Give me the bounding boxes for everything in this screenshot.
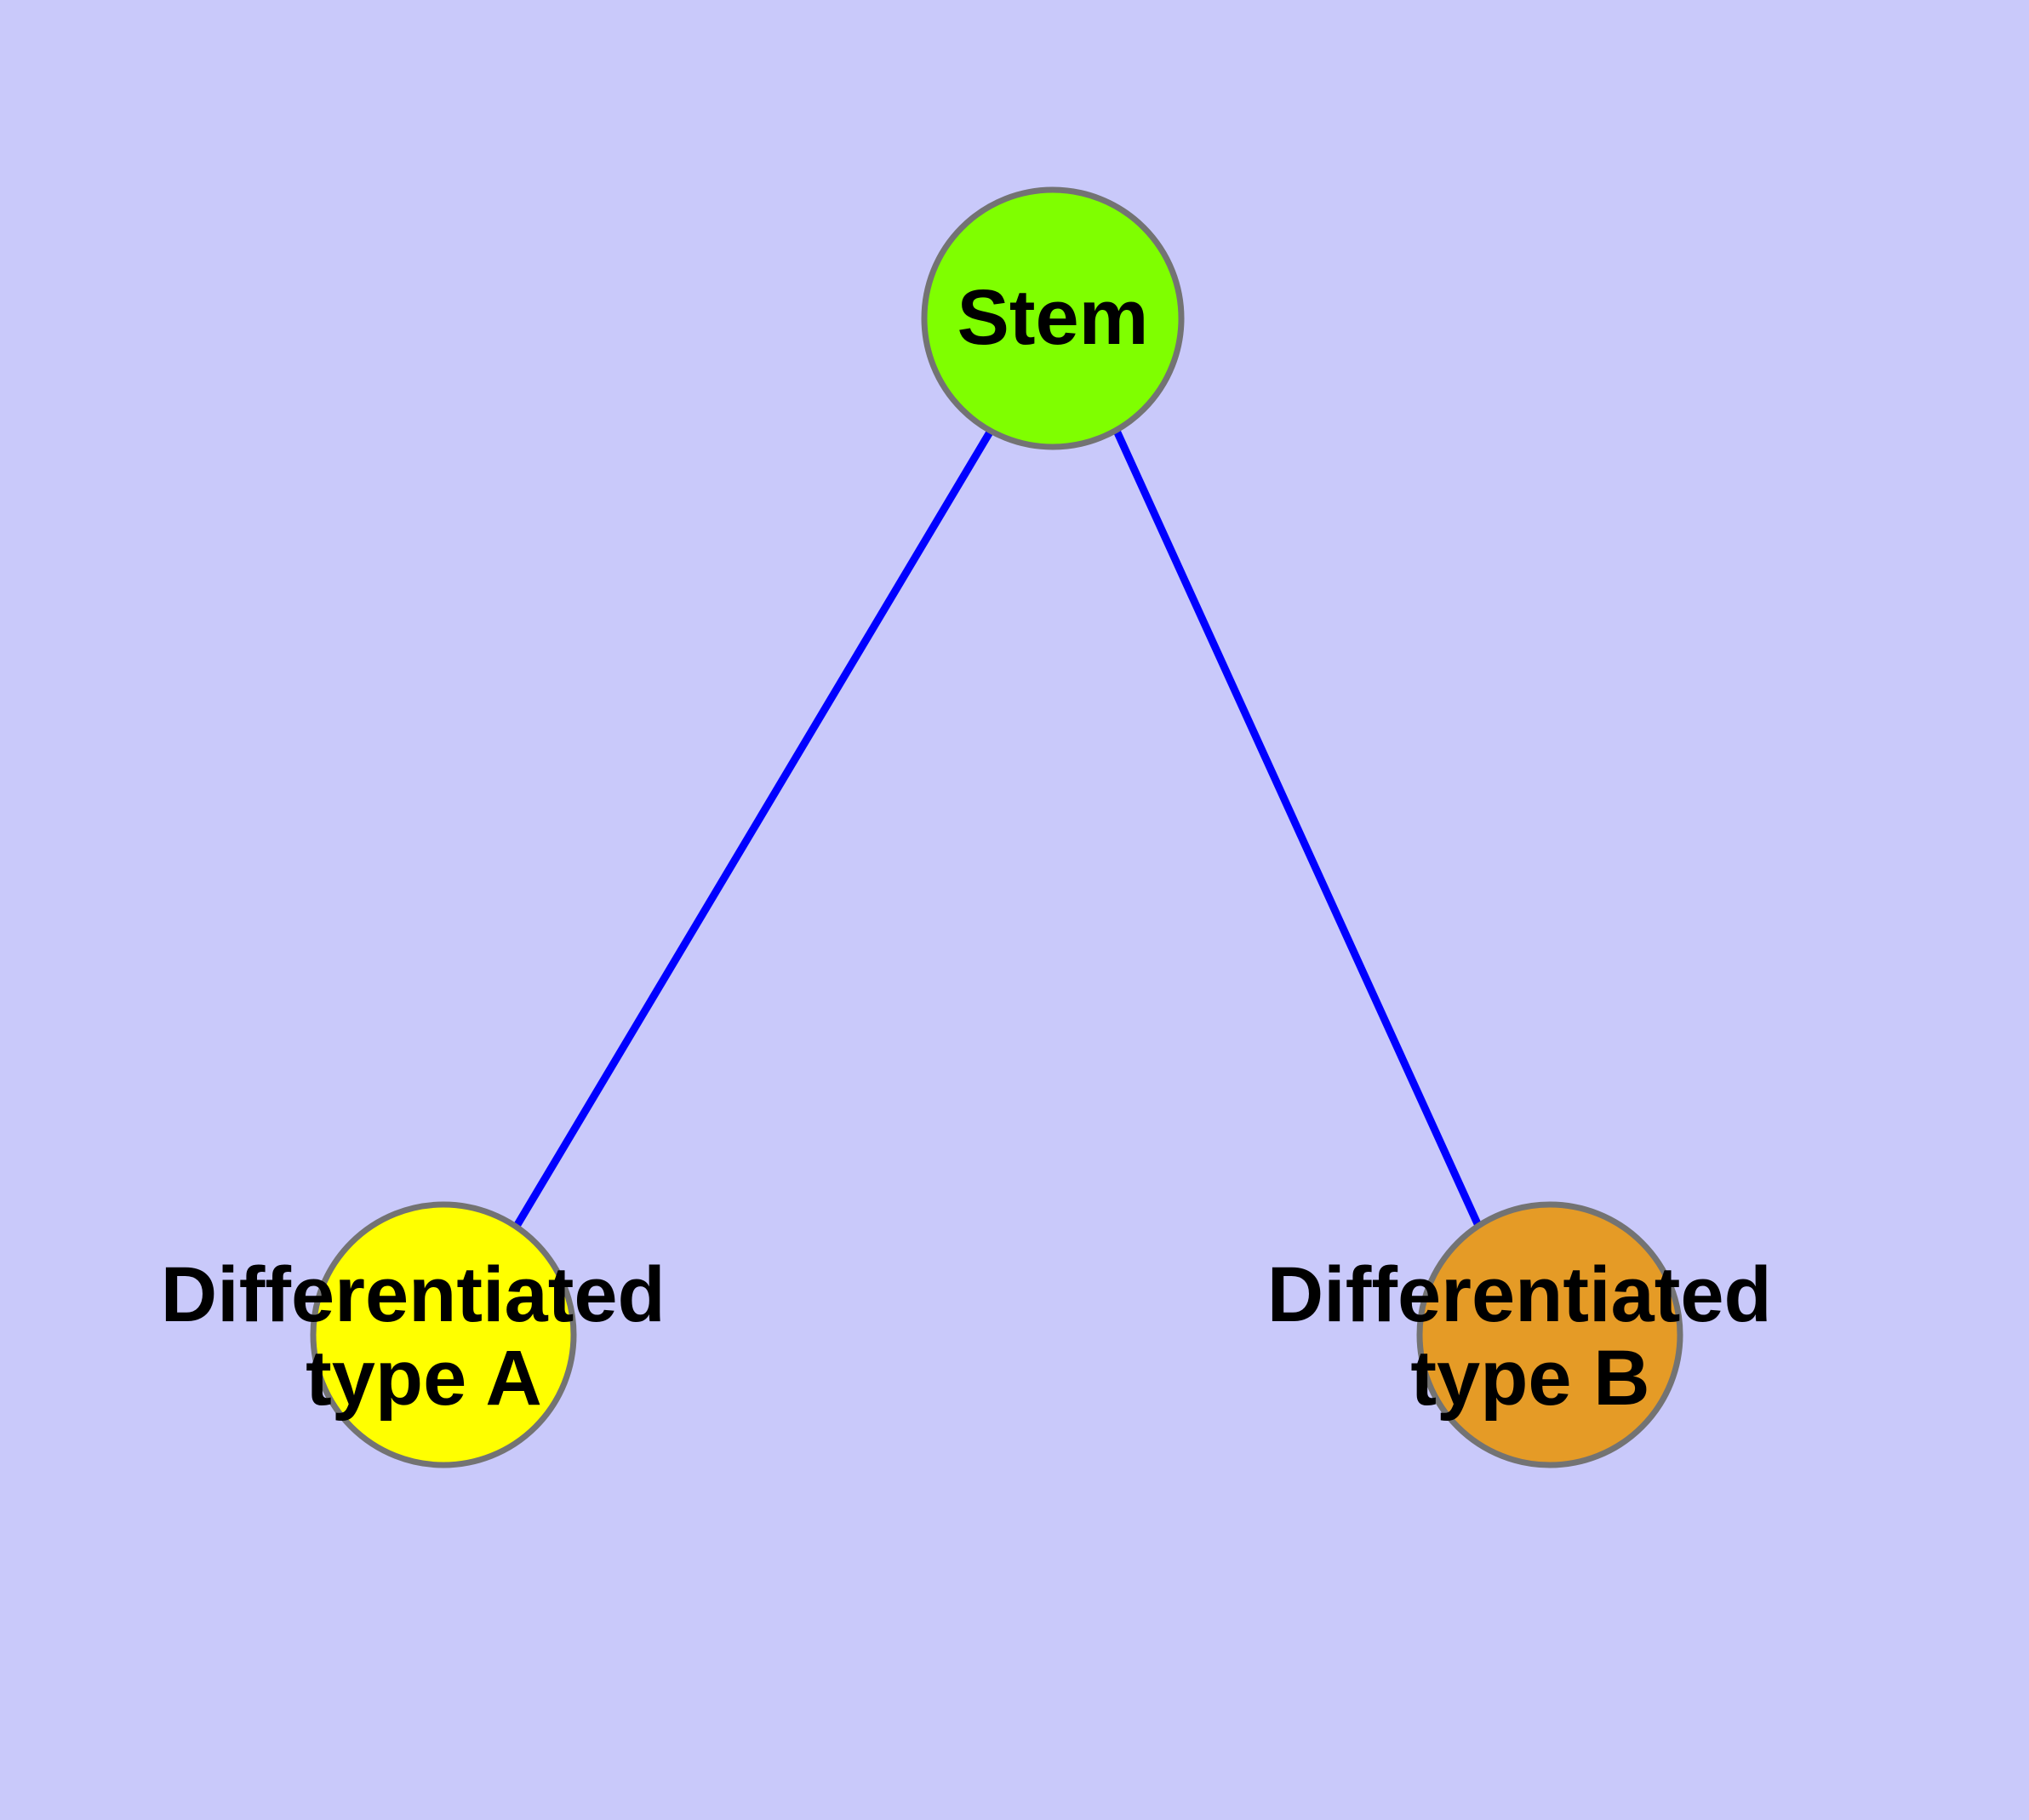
node-type-a-label-line-1: Differentiated [161,1251,666,1338]
node-stem-label: Stem [957,274,1149,361]
node-stem[interactable]: Stem [921,186,1185,450]
edge-stem-to-type-a[interactable] [512,428,994,1230]
edge-stem-to-type-b[interactable] [1112,429,1483,1229]
node-layer: Stem Differentiated type A Differentiate… [161,186,1794,1468]
node-type-a-label: Differentiated type A [161,1251,688,1422]
node-type-b-circle[interactable] [1416,1201,1683,1468]
node-type-b-label-line-2: type B [1410,1335,1649,1422]
node-type-b-label-line-1: Differentiated [1267,1251,1772,1338]
node-differentiated-type-a[interactable]: Differentiated type A [161,1201,688,1468]
node-type-a-circle[interactable] [310,1201,577,1468]
node-stem-label-line-1: Stem [957,274,1149,361]
node-type-b-label: Differentiated type B [1267,1251,1794,1422]
node-stem-circle[interactable] [921,186,1185,450]
edge-layer [512,428,1483,1230]
node-differentiated-type-b[interactable]: Differentiated type B [1267,1201,1794,1468]
node-type-a-label-line-2: type A [306,1335,542,1422]
